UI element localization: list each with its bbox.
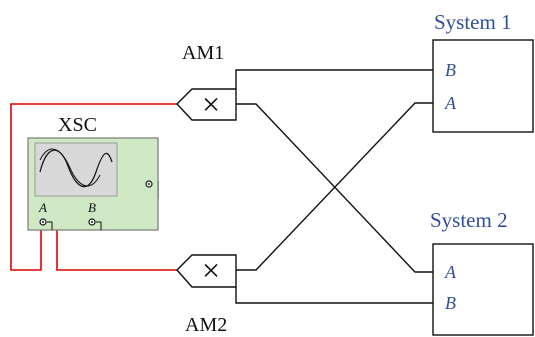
wire-am2-to-system2-b — [235, 287, 433, 304]
system-2-port-b: B — [445, 293, 456, 313]
channel-b-label: B — [88, 200, 96, 215]
multiplier-am1-body — [176, 88, 237, 121]
probe-wire-b — [56, 228, 186, 271]
system-2-title: System 2 — [430, 208, 508, 232]
wire-am1-to-system1-b — [235, 69, 433, 89]
system-2-port-a: A — [444, 262, 457, 282]
channel-b-ground-stub — [96, 221, 102, 230]
signal-wires — [150, 69, 433, 304]
sine-wave-icon — [39, 149, 113, 188]
oscilloscope-screen — [34, 142, 118, 197]
multiplier-am2[interactable]: × AM2 — [176, 252, 237, 336]
system-2-block[interactable]: System 2 A B — [430, 208, 534, 336]
system-1-box — [432, 39, 534, 133]
multiplier-am2-body — [176, 254, 237, 288]
multiplier-am1-label: AM1 — [182, 42, 224, 64]
probe-wires — [10, 103, 186, 271]
system-1-port-b: B — [445, 60, 456, 80]
ground-terminal-dot — [148, 183, 150, 185]
probe-wire-a — [10, 103, 186, 271]
multiplier-am2-label: AM2 — [185, 314, 227, 336]
multiplier-am1[interactable]: × AM1 — [176, 42, 237, 122]
sine-wave-icon-2 — [39, 148, 101, 187]
channel-b-terminal-dot — [91, 221, 93, 223]
channel-a-ground-stub — [47, 221, 53, 230]
multiplier-am2-symbol: × — [202, 252, 220, 288]
system-1-block[interactable]: System 1 B A — [432, 10, 534, 133]
wire-am2-to-system1-a — [236, 102, 433, 271]
wire-am1-to-system2-a — [236, 103, 433, 273]
system-2-box — [432, 243, 534, 336]
channel-a-label: A — [38, 200, 47, 215]
oscilloscope-xsc[interactable]: XSC A B — [27, 114, 159, 231]
oscilloscope-label: XSC — [58, 114, 97, 136]
system-1-title: System 1 — [434, 10, 512, 34]
system-1-port-a: A — [444, 93, 457, 113]
channel-a-terminal-dot — [42, 221, 44, 223]
multiplier-am1-symbol: × — [202, 86, 220, 122]
